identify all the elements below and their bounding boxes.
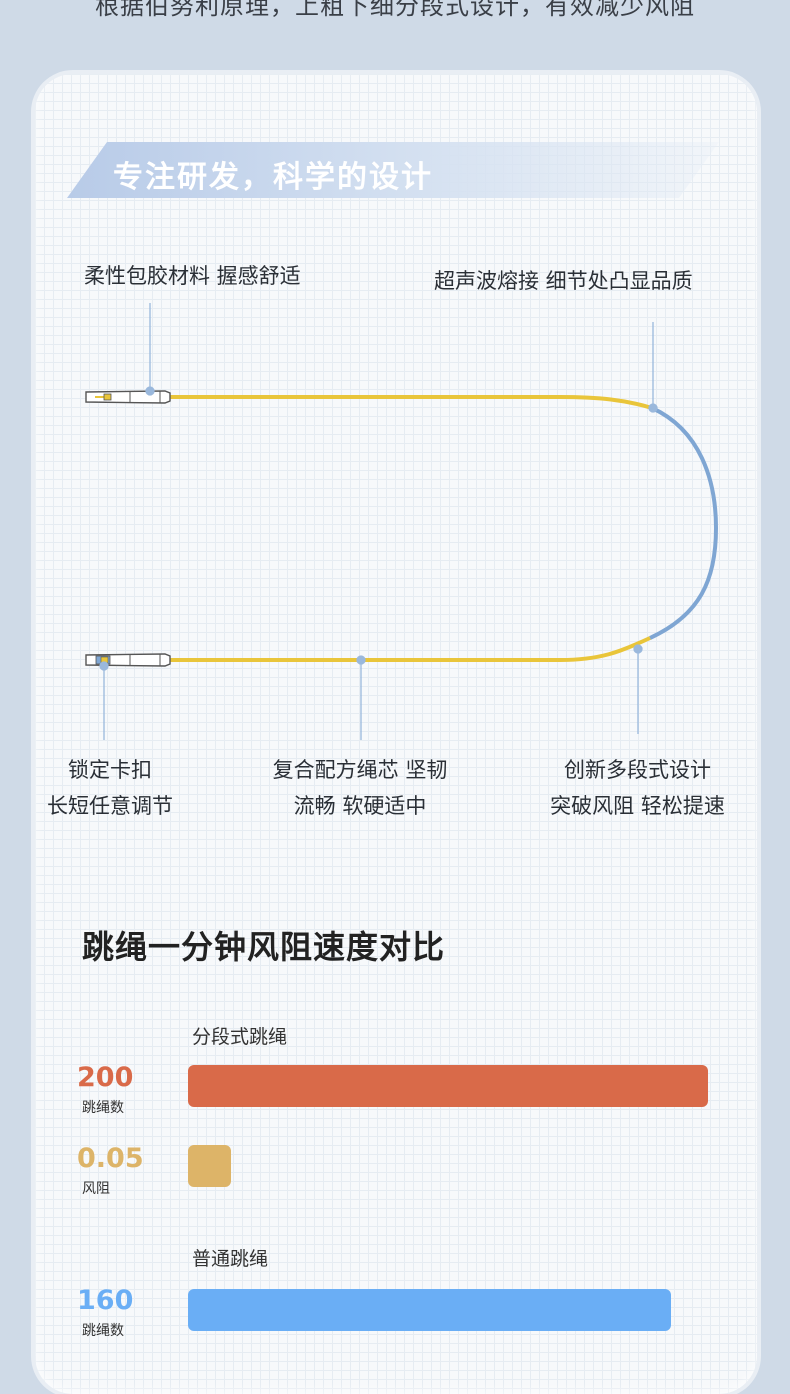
section-banner-title: 专注研发，科学的设计 [113,160,433,195]
callout-segmented-design-line1: 创新多段式设计 [564,758,711,782]
leader-lines [99,303,658,740]
callout-cord-core: 复合配方绳芯 坚韧 流畅 软硬适中 [250,752,470,824]
bottom-handle [85,653,171,667]
jump-rope-illustration [85,303,719,740]
metric-unit-segmented-drag: 风阻 [82,1181,110,1197]
top-handle [85,390,171,404]
rope-bottom-segment [170,636,651,662]
bar-segmented-drag [188,1145,231,1187]
metric-unit-segmented-count: 跳绳数 [82,1100,124,1116]
group-name-regular: 普通跳绳 [192,1248,269,1270]
rope-middle-segment [649,406,719,640]
callout-lock-buckle-line2: 长短任意调节 [47,794,173,818]
metric-value-segmented-drag: 0.05 [77,1143,144,1174]
bar-regular-count [188,1289,671,1331]
comparison-title: 跳绳一分钟风阻速度对比 [82,928,446,966]
callout-segmented-design-line2: 突破风阻 轻松提速 [550,794,725,818]
callout-lock-buckle: 锁定卡扣 长短任意调节 [30,752,190,824]
group-name-segmented: 分段式跳绳 [192,1026,288,1048]
callout-cord-core-line2: 流畅 软硬适中 [293,794,427,818]
callout-cord-core-line1: 复合配方绳芯 坚韧 [272,758,448,782]
bar-segmented-count [188,1065,708,1107]
metric-value-regular-count: 160 [77,1285,134,1316]
metric-unit-regular-count: 跳绳数 [82,1323,124,1339]
callout-segmented-design: 创新多段式设计 突破风阻 轻松提速 [530,752,745,824]
content-card [35,74,757,1394]
callout-soft-grip: 柔性包胶材料 握感舒适 [84,264,301,288]
callout-ultrasonic-weld: 超声波熔接 细节处凸显品质 [434,269,693,293]
header-caption: 根据伯努利原理，上粗下细分段式设计，有效减少风阻 [95,0,695,20]
metric-value-segmented-count: 200 [77,1062,134,1093]
rope-top-segment [170,395,653,410]
section-banner [67,142,719,198]
callout-lock-buckle-line1: 锁定卡扣 [68,758,152,782]
